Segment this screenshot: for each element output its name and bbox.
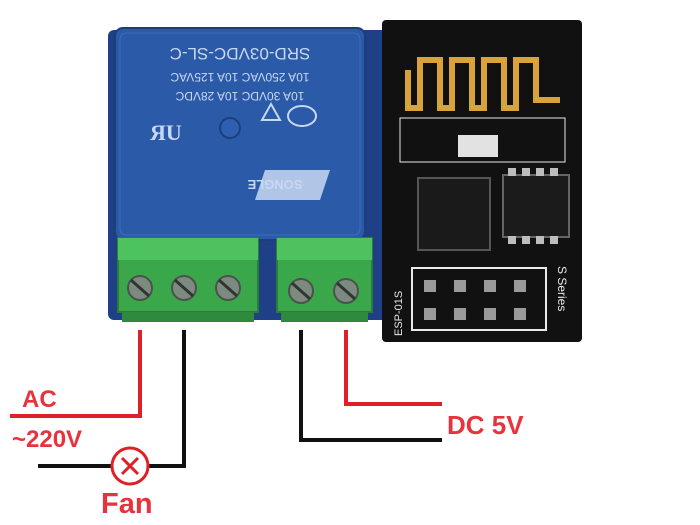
- terminal-screw[interactable]: [215, 275, 241, 301]
- terminal-screw[interactable]: [333, 278, 359, 304]
- crystal: [458, 135, 498, 157]
- songle-logo: [255, 170, 330, 200]
- relay-model-text: SRD-03VDC-SL-C: [170, 44, 311, 63]
- relay-rating-text-2: 10A 30VDC 10A 28VDC: [175, 89, 304, 103]
- header-pins: [424, 280, 526, 320]
- warning-triangle-icon: [260, 101, 282, 121]
- dc-black-wire: [299, 330, 442, 442]
- fan-label: Fan: [101, 488, 153, 520]
- relay: SRD-03VDC-SL-C 10A 250VAC 10A 125VAC 10A…: [114, 27, 366, 241]
- ac-label: AC: [22, 386, 57, 413]
- ac-voltage-label: ~220V: [12, 426, 83, 453]
- flash-chip: [502, 174, 570, 238]
- ul-mark: ЯU: [150, 120, 182, 145]
- terminal-block-ac: [117, 237, 259, 322]
- cqc-mark: [287, 105, 317, 127]
- terminal-screw[interactable]: [127, 275, 153, 301]
- antenna-trace: [405, 57, 560, 111]
- wires: [10, 330, 442, 468]
- dc-red-wire: [344, 330, 442, 406]
- dc-label: DC 5V: [447, 410, 524, 440]
- terminal-screw[interactable]: [171, 275, 197, 301]
- esp-chip: [417, 177, 491, 251]
- terminal-screw[interactable]: [288, 278, 314, 304]
- ac-red-wire: [10, 330, 142, 418]
- ac-black-wire: [146, 330, 186, 468]
- esp-series-text: S Series: [555, 266, 569, 311]
- relay-screw-hole: [219, 117, 241, 139]
- relay-rating-text-1: 10A 250VAC 10A 125VAC: [170, 70, 309, 84]
- esp-module: ESP-01S S Series: [382, 20, 582, 342]
- fan-symbol: [110, 446, 150, 486]
- terminal-block-dc: [276, 237, 373, 322]
- esp-name-text: ESP-01S: [393, 291, 405, 336]
